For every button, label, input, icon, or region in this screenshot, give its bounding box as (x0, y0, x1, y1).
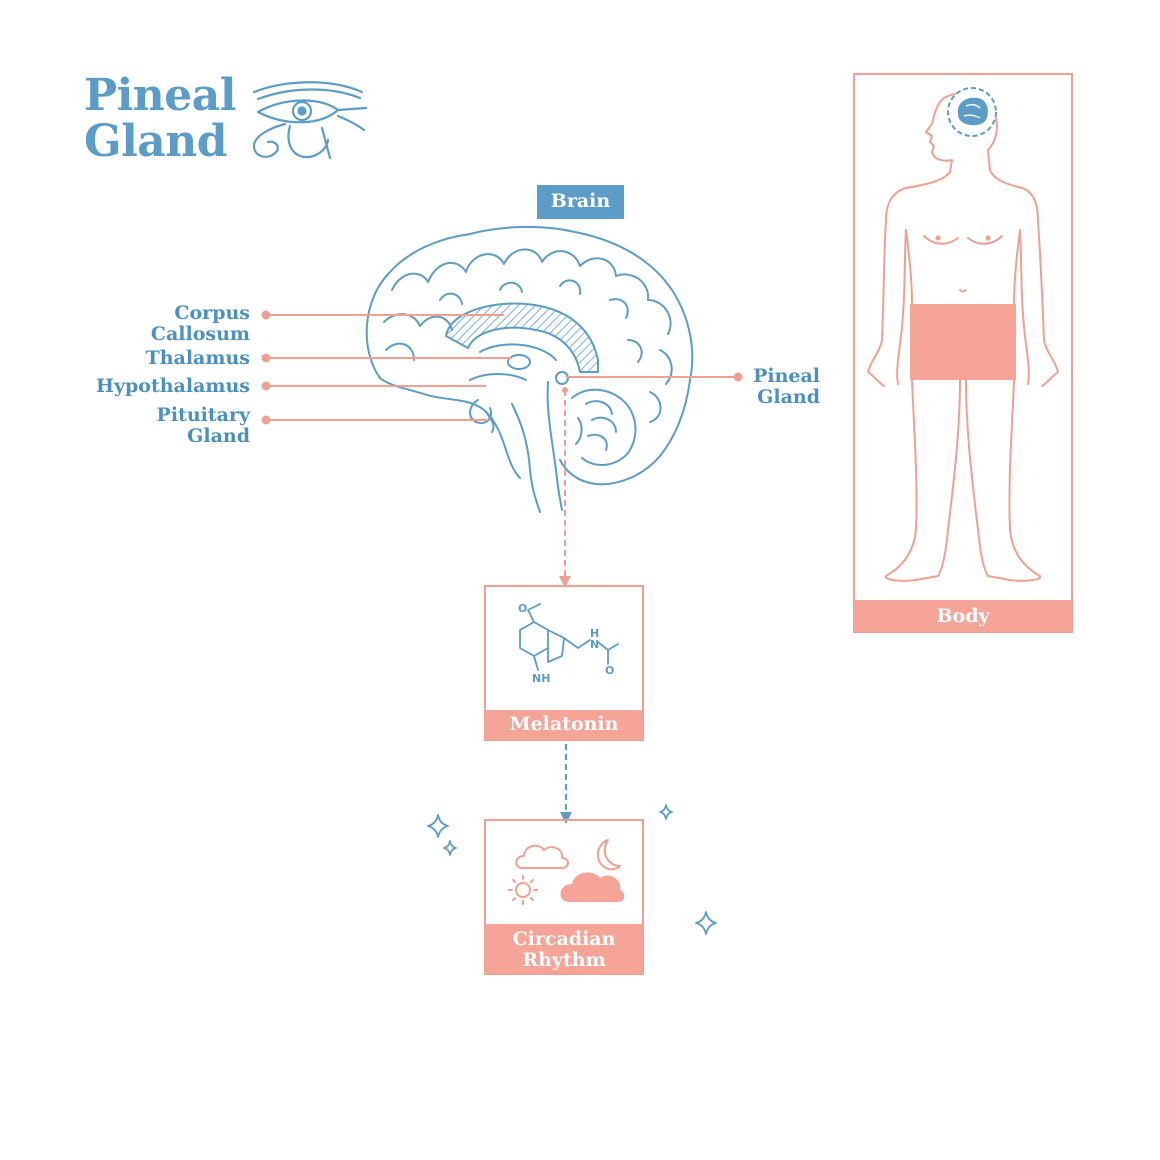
page-title-line1: Pineal (84, 70, 237, 121)
brain-illustration (365, 225, 694, 513)
eye-of-horus-icon (252, 81, 368, 160)
label-thalamus: Thalamus (145, 347, 250, 369)
atom-n-top: N (590, 638, 599, 651)
label-connectors (261, 310, 743, 425)
moon-icon (597, 839, 621, 871)
melatonin-box: O H N O NH (484, 585, 644, 741)
atom-o-carbonyl: O (605, 664, 614, 677)
body-panel (853, 73, 1073, 633)
melatonin-label: Melatonin (509, 713, 619, 735)
atom-h-top: H (590, 627, 599, 640)
sparkle-icon (427, 804, 717, 935)
page-title-line2: Gland (84, 116, 228, 167)
label-pituitary-gland-line1: Pituitary (156, 404, 250, 426)
brain-label: Brain (550, 190, 611, 212)
brain-label-badge (537, 185, 624, 219)
cloud-icon (515, 844, 569, 869)
atom-o-methoxy: O (518, 602, 527, 615)
circadian-box (484, 819, 644, 975)
label-hypothalamus: Hypothalamus (96, 375, 250, 397)
arrow-melatonin-to-circadian (560, 744, 572, 824)
melatonin-molecule-icon (519, 603, 619, 671)
melatonin-atoms: O H N O NH (518, 602, 614, 685)
filled-cloud-icon (560, 872, 625, 902)
circadian-label-line1: Circadian (512, 928, 616, 950)
label-corpus-callosum-line1: Corpus (174, 302, 250, 324)
atom-nh-bottom: NH (532, 672, 550, 685)
sun-icon (508, 875, 538, 905)
label-pineal-gland-line1: Pineal (753, 365, 820, 387)
body-shorts (910, 304, 1016, 380)
label-pineal-gland-line2: Gland (757, 386, 820, 408)
arrow-brain-to-melatonin (559, 387, 571, 588)
circadian-label-line2: Rhythm (522, 949, 606, 971)
label-pituitary-gland-line2: Gland (187, 425, 250, 447)
human-body-illustration (867, 92, 1059, 582)
pineal-location-marker (947, 87, 997, 137)
label-corpus-callosum-line2: Callosum (150, 323, 250, 345)
body-label: Body (936, 605, 990, 627)
